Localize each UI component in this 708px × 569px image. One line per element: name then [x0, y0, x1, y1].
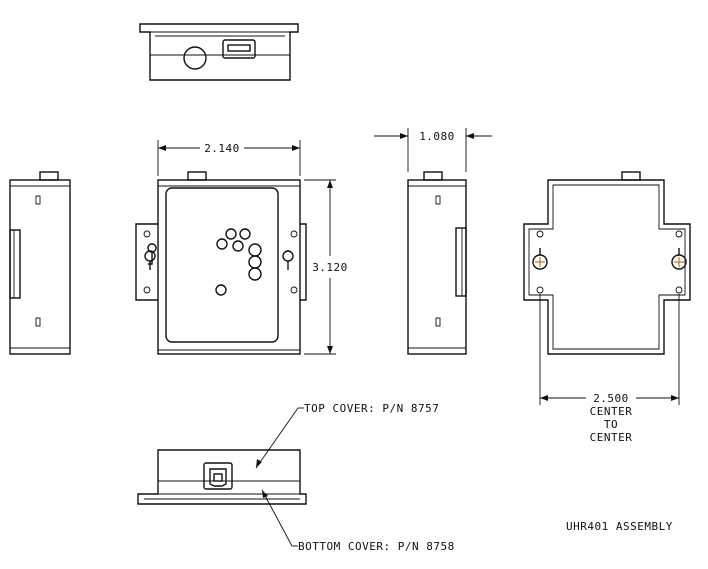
back-left-hole-bottom	[536, 286, 544, 294]
dimension-height: 3.120	[304, 179, 348, 355]
right-side-nub	[423, 171, 443, 181]
back-outline	[523, 179, 691, 355]
dimension-hole-spacing: 2.500 CENTER TO CENTER	[539, 294, 680, 444]
spacing-label-line2: TO	[604, 418, 618, 431]
left-side-view	[9, 171, 71, 355]
usb-b-tongue	[213, 473, 223, 482]
callout-top-cover: TOP COVER: P/N 8757	[255, 402, 439, 469]
bottom-view	[137, 449, 307, 505]
left-side-nub	[39, 171, 59, 181]
right-side-port	[455, 227, 467, 297]
led-1	[225, 228, 237, 240]
back-view	[523, 171, 691, 355]
back-top-nub	[621, 171, 641, 181]
front-top-nub	[187, 171, 207, 181]
height-value: 3.120	[312, 261, 348, 274]
front-right-keyhole-circle	[282, 250, 294, 262]
reset-button	[215, 284, 227, 296]
usb-b-port-outer	[203, 462, 233, 490]
callout-bottom-cover: BOTTOM COVER: P/N 8758	[261, 489, 455, 553]
left-side-port	[9, 229, 21, 299]
bottom-cover-arrow	[262, 490, 268, 498]
back-left-screw-cross-icon	[535, 257, 545, 267]
spacing-label-line3: CENTER	[590, 431, 633, 444]
top-view-usb-port	[222, 39, 256, 59]
jack-2	[248, 255, 262, 269]
spacing-value: 2.500	[593, 392, 629, 405]
left-side-tab-top	[35, 195, 41, 205]
front-left-hole-bottom	[143, 286, 151, 294]
width-arrow-right	[292, 145, 300, 151]
height-arrow-bottom	[327, 346, 333, 354]
top-view	[139, 23, 299, 81]
front-left-flange	[135, 223, 158, 301]
top-view-knob	[183, 46, 207, 70]
top-view-usb-tongue	[227, 44, 251, 52]
front-right-hole-top	[290, 230, 298, 238]
depth-arrow-right	[466, 133, 474, 139]
bottom-cover-leader	[261, 489, 293, 547]
spacing-arrow-right	[671, 395, 679, 401]
back-right-hole-top	[675, 230, 683, 238]
back-right-screw-cross-icon	[674, 257, 684, 267]
right-side-tab-bottom	[435, 317, 441, 327]
usb-b-port-inner	[209, 468, 227, 487]
led-2	[239, 228, 251, 240]
right-side-body	[407, 179, 467, 355]
back-left-hole-top	[536, 230, 544, 238]
width-arrow-left	[158, 145, 166, 151]
top-cover-leader	[255, 407, 299, 469]
spacing-label-line1: CENTER	[590, 405, 633, 418]
width-value: 2.140	[204, 142, 240, 155]
depth-arrow-left	[400, 133, 408, 139]
front-left-keyhole-circle	[144, 250, 156, 262]
front-view	[135, 171, 307, 355]
height-arrow-top	[327, 180, 333, 188]
depth-value: 1.080	[419, 130, 455, 143]
front-right-hole-bottom	[290, 286, 298, 294]
left-side-tab-bottom	[35, 317, 41, 327]
led-3	[216, 238, 228, 250]
top-cover-arrow	[256, 459, 262, 468]
led-4	[232, 240, 244, 252]
front-label-plate	[165, 187, 279, 343]
jack-1	[248, 243, 262, 257]
back-inner-outline	[528, 184, 686, 350]
dimension-depth: 1.080	[374, 128, 492, 172]
dimension-width: 2.140	[157, 140, 301, 176]
back-right-hole-bottom	[675, 286, 683, 294]
front-right-flange	[300, 223, 307, 301]
right-side-view	[407, 171, 467, 355]
jack-3	[248, 267, 262, 281]
bottom-view-body	[137, 449, 307, 505]
left-side-body	[9, 179, 71, 355]
front-body	[157, 179, 301, 355]
bottom-cover-label: BOTTOM COVER: P/N 8758	[298, 540, 455, 553]
top-cover-label: TOP COVER: P/N 8757	[304, 402, 439, 415]
right-side-tab-top	[435, 195, 441, 205]
front-left-hole-top	[143, 230, 151, 238]
spacing-arrow-left	[540, 395, 548, 401]
drawing-title: UHR401 ASSEMBLY	[566, 520, 673, 533]
